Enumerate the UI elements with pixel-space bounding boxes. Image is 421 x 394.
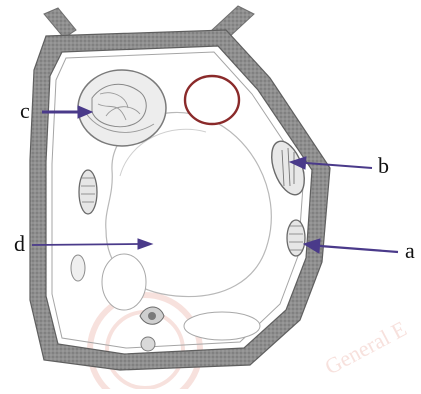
nucleus (78, 70, 166, 146)
label-d: d (14, 233, 25, 255)
organelle-lower-middle (102, 254, 146, 310)
organelle-bottom-right (184, 312, 260, 340)
label-a: a (405, 240, 415, 262)
golgi-like-body (140, 307, 164, 324)
organelle-left-lower (71, 255, 85, 281)
arrow-b (290, 157, 372, 169)
label-b: b (378, 155, 389, 177)
watermark-text: General E (321, 316, 411, 380)
label-c: c (20, 100, 30, 122)
wall-extension-left (44, 8, 76, 38)
small-vesicle (141, 337, 155, 351)
organelle-a (287, 220, 305, 256)
top-oval-organelle (185, 76, 239, 124)
arrow-a (304, 239, 398, 253)
organelle-left (79, 170, 97, 214)
